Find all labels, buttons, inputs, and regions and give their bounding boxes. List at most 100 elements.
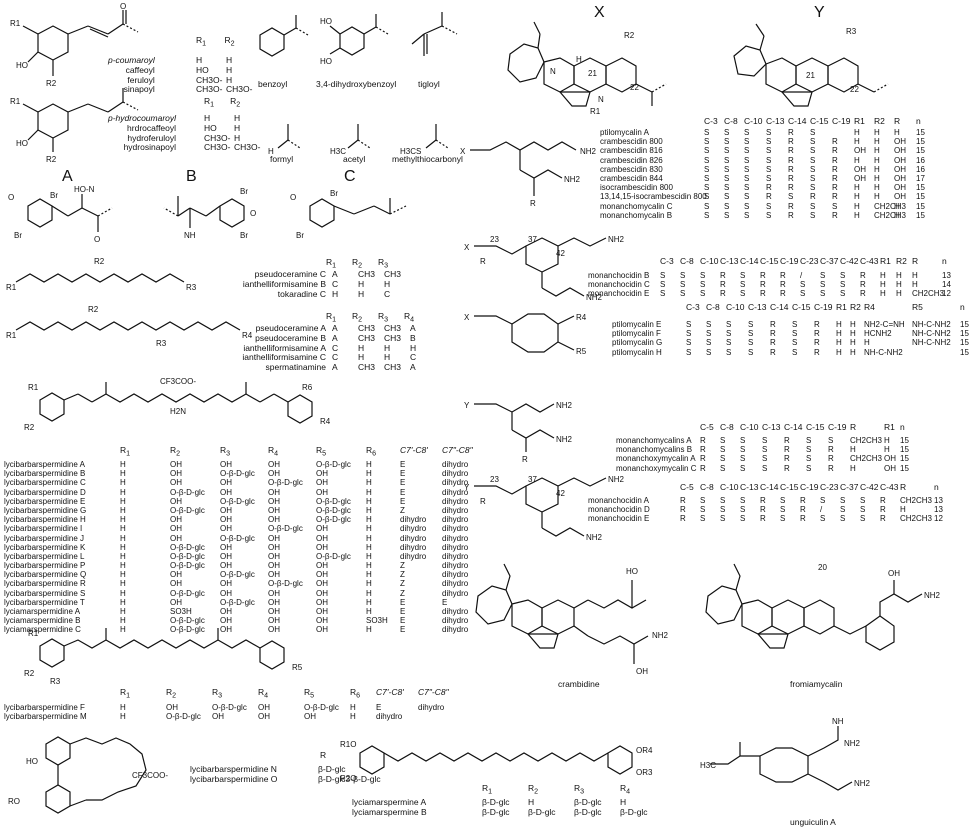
fromiamycalin-label: fromiamycalin	[790, 679, 843, 689]
monancho-row-cell: S	[762, 454, 768, 464]
crambe-row-cell: R	[766, 183, 772, 193]
svg-text:R5: R5	[292, 663, 303, 672]
column-header: R	[850, 422, 857, 432]
lycibar-row-cell: OH	[316, 469, 328, 479]
monan2-row-cell: S	[820, 514, 826, 524]
column-header: C-10	[744, 116, 763, 126]
lycibar-row-cell: OH	[268, 533, 280, 543]
lycibar-row-cell: dihydro	[442, 496, 469, 506]
ptilo-row-cell: S	[726, 338, 732, 348]
svg-text:R4: R4	[576, 313, 587, 322]
lycibar-row-cell: OH	[316, 487, 328, 497]
monancho-row-cell: OH	[884, 454, 896, 464]
column-header: C-13	[762, 422, 781, 432]
monancho-row-cell: S	[720, 463, 726, 473]
svg-text:R: R	[480, 257, 486, 266]
svg-text:NH: NH	[832, 717, 844, 726]
crambe-row-cell: S	[810, 137, 816, 147]
lycibar-row-cell: OH	[220, 551, 232, 561]
svg-text:R: R	[530, 199, 536, 208]
lycibar-row-cell: OH	[170, 570, 182, 580]
column-header: C-10	[726, 302, 745, 312]
lycibar-row-cell: OH	[220, 524, 232, 534]
crambe-row-cell: S	[704, 201, 710, 211]
lycibar-row-cell: OH	[316, 533, 328, 543]
lycibar-row-cell: O-β-D-glc	[316, 460, 351, 469]
acyl-r-header: R1 R2	[196, 35, 235, 48]
monan1-row-cell: R	[760, 280, 766, 290]
crambe-row-cell: R	[832, 155, 838, 165]
svg-text:23: 23	[490, 235, 499, 244]
svg-text:R: R	[522, 455, 528, 464]
svg-text:21: 21	[588, 69, 597, 78]
crambe-row-cell: S	[832, 201, 838, 211]
lycibar-row-cell: O-β-D-glc	[170, 625, 205, 635]
crambe-row-cell: R	[832, 173, 838, 183]
crambe-row-name: isocrambescidin 800	[600, 183, 673, 193]
lycibar-row-cell: dihydro	[442, 616, 469, 626]
lycibar-row-cell: H	[366, 570, 372, 580]
crambe-row-cell: 16	[916, 155, 925, 165]
crambe-row-cell: S	[724, 155, 730, 165]
column-header: R	[894, 116, 901, 126]
lycibar-row-cell: E	[400, 616, 406, 626]
ptilo-row-cell: S	[686, 338, 692, 348]
column-header: C-13	[740, 482, 759, 492]
monancho-row-cell: R	[700, 454, 706, 464]
lycibar-row-name: lycibarbarspermidine L	[4, 551, 85, 561]
ptilo-row-cell: H	[850, 338, 856, 348]
monancho-row-cell: R	[828, 445, 834, 455]
crambe-row-cell: H	[854, 183, 860, 193]
svg-text:Y: Y	[464, 401, 470, 410]
ptilo-row-cell: S	[726, 320, 732, 329]
dihydroxybenzoyl-label: 3,4-dihydroxybenzoyl	[316, 79, 397, 89]
monan1-row-cell: 12	[942, 289, 951, 299]
column-header: C-5	[700, 422, 714, 432]
panel-label-c: C	[344, 168, 356, 185]
svg-text:R2: R2	[624, 31, 635, 40]
crambe-row-cell: H	[854, 137, 860, 147]
monancho-row-cell: R	[700, 463, 706, 473]
ptilo-row-cell: H	[864, 338, 870, 348]
ptilo-row-cell: HCNH2	[864, 329, 892, 339]
monan2-row-cell: R	[800, 505, 806, 515]
lycibar-row-cell: OH	[220, 505, 232, 515]
crambe-row-cell: R	[832, 210, 838, 220]
lycibar-row-cell: OH	[170, 469, 182, 479]
lycibar-row-cell: H	[366, 505, 372, 515]
svg-text:NH2: NH2	[580, 147, 597, 156]
crambe-row-cell: S	[766, 164, 772, 174]
ptilo-row-cell: S	[686, 329, 692, 339]
crambe-row-cell: S	[766, 210, 772, 220]
monan1-row-cell: S	[740, 280, 746, 290]
svg-text:N: N	[550, 67, 556, 76]
crambe-row-cell: H	[854, 210, 860, 220]
column-header: C-19	[832, 116, 851, 126]
lycibar-row-cell: O-β-D-glc	[220, 597, 255, 607]
lycibar-row-cell: OH	[268, 570, 280, 580]
panel-label-b: B	[186, 168, 197, 185]
lycibar-row-cell: E	[400, 478, 406, 488]
lycibar-no-header: R	[320, 750, 327, 760]
svg-text:R2O: R2O	[340, 774, 356, 783]
lycibar-row-cell: E	[400, 460, 406, 469]
monan2-row-cell: CH2CH3	[900, 496, 933, 505]
column-header: R1	[836, 302, 847, 312]
svg-text:22: 22	[630, 83, 639, 92]
crambe-row-cell: H	[894, 210, 900, 220]
crambe-row-cell: S	[724, 128, 730, 137]
crambe-row-cell: R	[788, 201, 794, 211]
svg-text:NH2: NH2	[564, 175, 581, 184]
monan1-row-cell: S	[840, 289, 846, 299]
lycibar-row-name: lycibarbarspermidine P	[4, 561, 86, 571]
lycibar-row-cell: O-β-D-glc	[220, 469, 255, 479]
formyl-label: formyl	[270, 154, 294, 164]
